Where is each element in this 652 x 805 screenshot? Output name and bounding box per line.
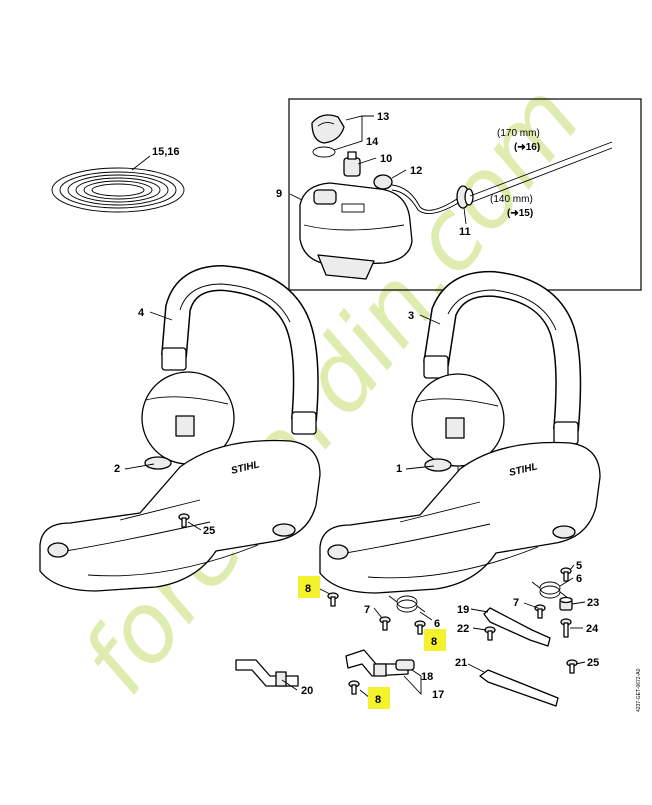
- callout-23: 23: [587, 597, 599, 609]
- highlight-8b: [424, 629, 446, 651]
- callout-24: 24: [586, 623, 599, 635]
- callout-12: 12: [410, 165, 422, 177]
- screw-25-right: [566, 659, 578, 674]
- callout-10: 10: [380, 153, 392, 165]
- callout-25-right: 25: [587, 657, 599, 669]
- screw-7-b: [534, 604, 546, 619]
- detail-circle-right: [411, 373, 505, 492]
- callout-2: 2: [114, 463, 120, 475]
- screw-8-a: [327, 592, 339, 607]
- callout-13: 13: [377, 111, 389, 123]
- screw-25-left: [178, 513, 190, 528]
- note-ref-16: (➜16): [514, 142, 540, 153]
- callout-7-b: 7: [513, 597, 519, 609]
- callout-1: 1: [396, 463, 402, 475]
- drawing-code: 4237-GET-0672-A0: [636, 668, 642, 712]
- callout-20: 20: [301, 685, 313, 697]
- hose-coil: [51, 167, 185, 213]
- callout-6-b: 6: [576, 573, 582, 585]
- screw-8-b: [414, 620, 426, 635]
- screw-8-c: [348, 680, 360, 695]
- tank-filter: [343, 151, 361, 177]
- detail-circle-left: [141, 371, 235, 490]
- highlight-8a: [298, 576, 320, 598]
- fuel-tube: [469, 141, 613, 197]
- handle-housing-1: [319, 441, 601, 594]
- fuel-hose: [373, 174, 461, 215]
- tank-cap: [311, 114, 345, 144]
- lever-19: [483, 607, 551, 647]
- fuel-tube-edge: [471, 147, 613, 203]
- callout-4: 4: [138, 307, 145, 319]
- lever-21: [479, 669, 559, 707]
- cap-seal: [312, 146, 336, 158]
- callout-8-c: 8: [375, 694, 381, 706]
- callout-25-left: 25: [203, 525, 215, 537]
- torsion-spring-6a: [388, 595, 426, 613]
- callout-8-a: 8: [305, 583, 311, 595]
- callout-22: 22: [457, 623, 469, 635]
- callout-14: 14: [366, 136, 379, 148]
- callout-9: 9: [276, 188, 282, 200]
- callout-15-16: 15,16: [152, 146, 180, 158]
- throttle-assembly-17: [345, 649, 415, 677]
- callout-5: 5: [576, 560, 582, 572]
- screw-7-a: [379, 616, 391, 631]
- watermark: foretjardin.com: [60, 64, 602, 714]
- fuel-tank: [299, 182, 413, 280]
- callout-8-b: 8: [431, 636, 437, 648]
- screw-24: [560, 618, 572, 638]
- bracket-20: [235, 659, 299, 687]
- loop-handle-3: [423, 270, 582, 445]
- grommet: [456, 185, 474, 209]
- callout-21: 21: [455, 657, 467, 669]
- note-170mm: (170 mm): [497, 128, 540, 139]
- screw-22: [484, 626, 496, 641]
- callout-7-a: 7: [364, 604, 370, 616]
- callout-17: 17: [432, 689, 444, 701]
- note-ref-15: (➜15): [507, 208, 533, 219]
- callout-18: 18: [421, 671, 433, 683]
- screw-5: [560, 567, 572, 582]
- callout-3: 3: [408, 310, 414, 322]
- callout-6-a: 6: [434, 618, 440, 630]
- note-140mm: (140 mm): [490, 194, 533, 205]
- loop-handle-4: [161, 264, 319, 435]
- callout-11: 11: [459, 226, 471, 238]
- callout-19: 19: [457, 604, 469, 616]
- sleeve-23: [559, 596, 573, 611]
- highlight-8c: [368, 687, 390, 709]
